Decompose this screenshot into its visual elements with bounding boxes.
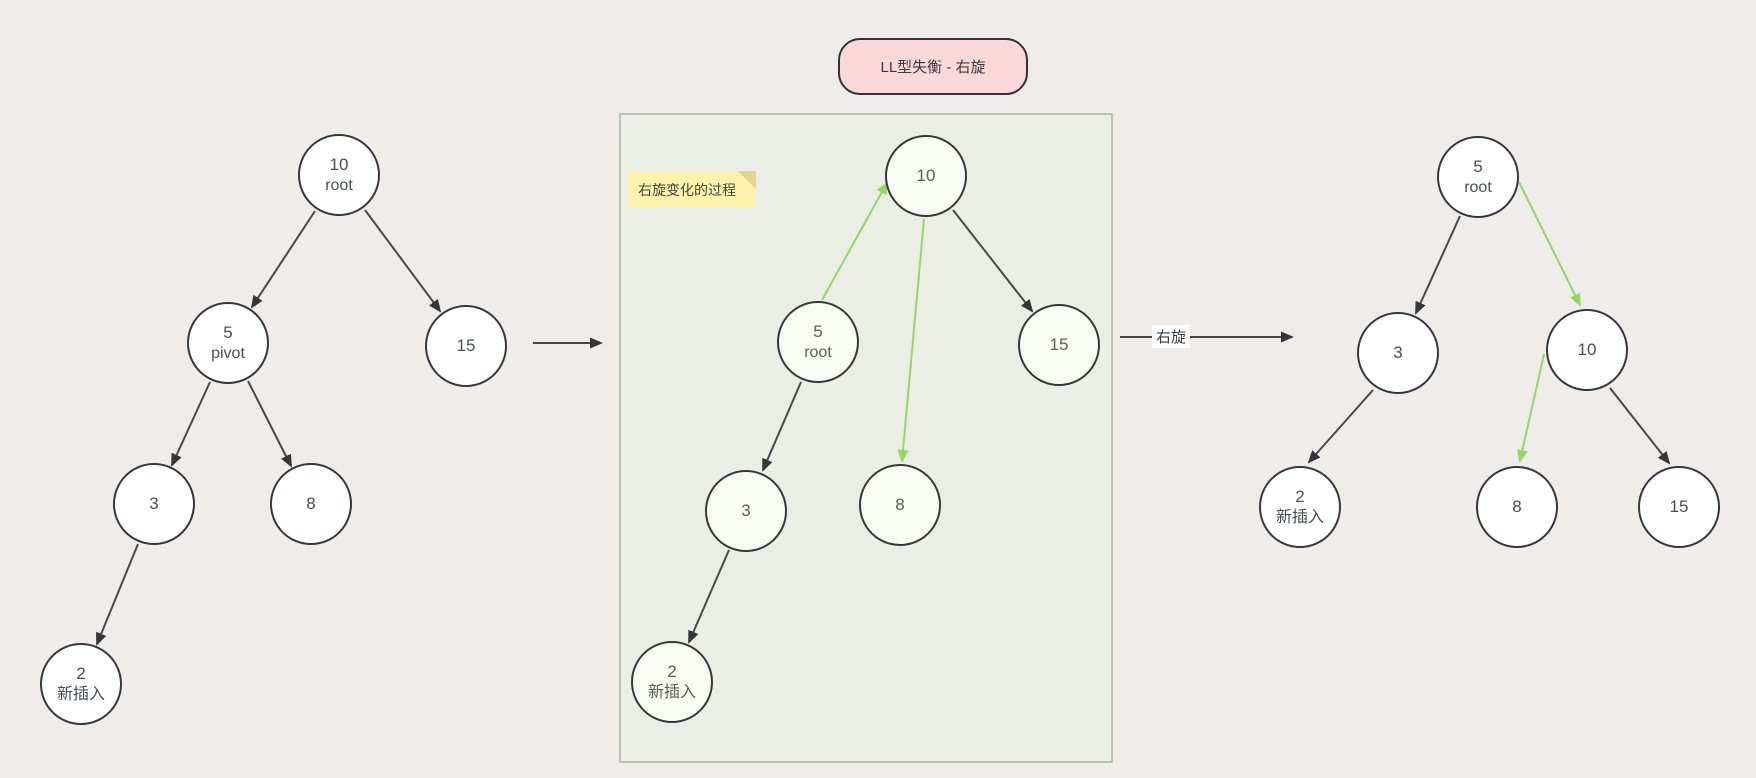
sticky-note-label: 右旋变化的过程 [638,181,736,198]
node-value: 15 [1049,335,1069,355]
left-node-2-new[interactable]: 2 新插入 [40,643,122,725]
node-value: 5 [223,323,233,343]
node-value: 15 [1669,497,1689,517]
sticky-note[interactable]: 右旋变化的过程 [628,171,756,208]
edge-right-5-to-3 [1415,215,1461,315]
middle-node-8[interactable]: 8 [859,464,941,546]
left-node-15[interactable]: 15 [425,305,507,387]
node-value: 10 [329,155,349,175]
edge-left-10-to-5 [250,210,316,309]
node-value: 2 [76,664,86,684]
right-node-10[interactable]: 10 [1546,309,1628,391]
node-value: 2 [1295,487,1305,507]
edge-left-5-to-8 [247,380,292,468]
node-value: 3 [149,494,159,514]
node-sublabel: 新插入 [647,683,696,701]
node-value: 8 [1512,497,1522,517]
node-sublabel: root [325,176,353,194]
right-node-15[interactable]: 15 [1638,466,1720,548]
middle-node-2-new[interactable]: 2 新插入 [631,641,713,723]
rotate-arrow-label: 右旋 [1152,325,1191,348]
node-value: 8 [306,494,316,514]
node-value: 3 [1393,343,1403,363]
middle-node-15[interactable]: 15 [1018,304,1100,386]
edge-left-5-to-3 [171,381,211,467]
title-badge-label: LL型失衡 - 右旋 [880,59,986,76]
edge-left-3-to-2 [96,543,139,646]
node-sublabel: root [804,343,832,361]
right-node-8[interactable]: 8 [1476,466,1558,548]
edge-right-5-to-10-green [1518,181,1581,307]
node-value: 10 [916,166,936,186]
node-value: 2 [667,662,677,682]
middle-node-5-root[interactable]: 5 root [777,301,859,383]
right-node-5-root[interactable]: 5 root [1437,136,1519,218]
right-node-3[interactable]: 3 [1357,312,1439,394]
title-badge[interactable]: LL型失衡 - 右旋 [838,38,1028,95]
left-node-8[interactable]: 8 [270,463,352,545]
right-node-2-new[interactable]: 2 新插入 [1259,466,1341,548]
left-node-5-pivot[interactable]: 5 pivot [187,302,269,384]
node-sublabel: 新插入 [56,685,105,703]
left-node-10-root[interactable]: 10 root [298,134,380,216]
node-value: 5 [813,322,823,342]
middle-node-3[interactable]: 3 [705,470,787,552]
edge-left-10-to-15 [364,209,442,313]
edge-right-10-to-8-green [1517,353,1545,463]
node-value: 8 [895,495,905,515]
node-value: 15 [456,336,476,356]
node-sublabel: pivot [211,344,245,362]
middle-node-10[interactable]: 10 [885,135,967,217]
node-value: 10 [1577,340,1597,360]
edge-right-3-to-2 [1307,389,1374,464]
node-sublabel: 新插入 [1275,508,1324,526]
node-sublabel: root [1464,178,1492,196]
node-value: 3 [741,501,751,521]
left-node-3[interactable]: 3 [113,463,195,545]
node-value: 5 [1473,157,1483,177]
edge-right-10-to-15 [1609,387,1671,465]
